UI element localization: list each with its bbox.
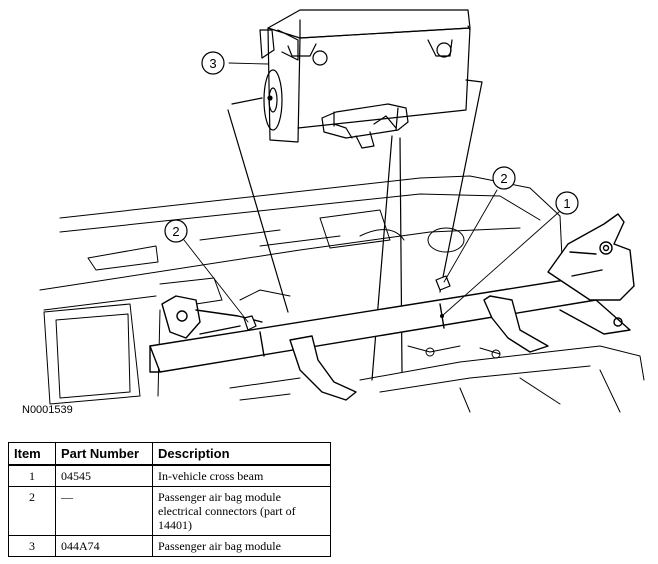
callout-2-left: 2 <box>164 219 188 243</box>
part-number-cell: 04545 <box>55 464 153 487</box>
connector-right <box>435 275 451 291</box>
svg-text:2: 2 <box>500 171 507 186</box>
item-cell: 1 <box>8 464 56 487</box>
table-header-row: Item Part Number Description <box>8 442 331 466</box>
exploded-illustration: 3 2 1 2 <box>39 9 645 413</box>
description-cell: Passenger air bag module <box>152 535 331 557</box>
header-part-number: Part Number <box>55 442 153 466</box>
item-cell: 2 <box>8 486 56 536</box>
connector-left <box>243 315 257 331</box>
part-number-cell: 044A74 <box>55 535 153 557</box>
parts-table: Item Part Number Description 1 04545 In-… <box>8 442 331 557</box>
table-row: 1 04545 In-vehicle cross beam <box>8 464 331 487</box>
callout-3: 3 <box>201 51 225 75</box>
figure-id: N0001539 <box>22 404 73 416</box>
description-cell: In-vehicle cross beam <box>152 464 331 487</box>
svg-text:3: 3 <box>209 56 216 71</box>
header-description: Description <box>152 442 331 466</box>
part-number-cell: — <box>55 486 153 536</box>
air-bag-module <box>259 9 471 149</box>
instrument-panel <box>39 175 563 405</box>
table-row: 2 — Passenger air bag module electrical … <box>8 486 331 536</box>
cross-beam <box>149 213 635 401</box>
item-cell: 3 <box>8 535 56 557</box>
description-cell: Passenger air bag module electrical conn… <box>152 486 331 536</box>
svg-text:2: 2 <box>172 224 179 239</box>
table-row: 3 044A74 Passenger air bag module <box>8 535 331 557</box>
header-item: Item <box>8 442 56 466</box>
callout-2-right: 2 <box>492 166 516 190</box>
callout-1: 1 <box>555 191 579 215</box>
svg-text:1: 1 <box>563 196 570 211</box>
